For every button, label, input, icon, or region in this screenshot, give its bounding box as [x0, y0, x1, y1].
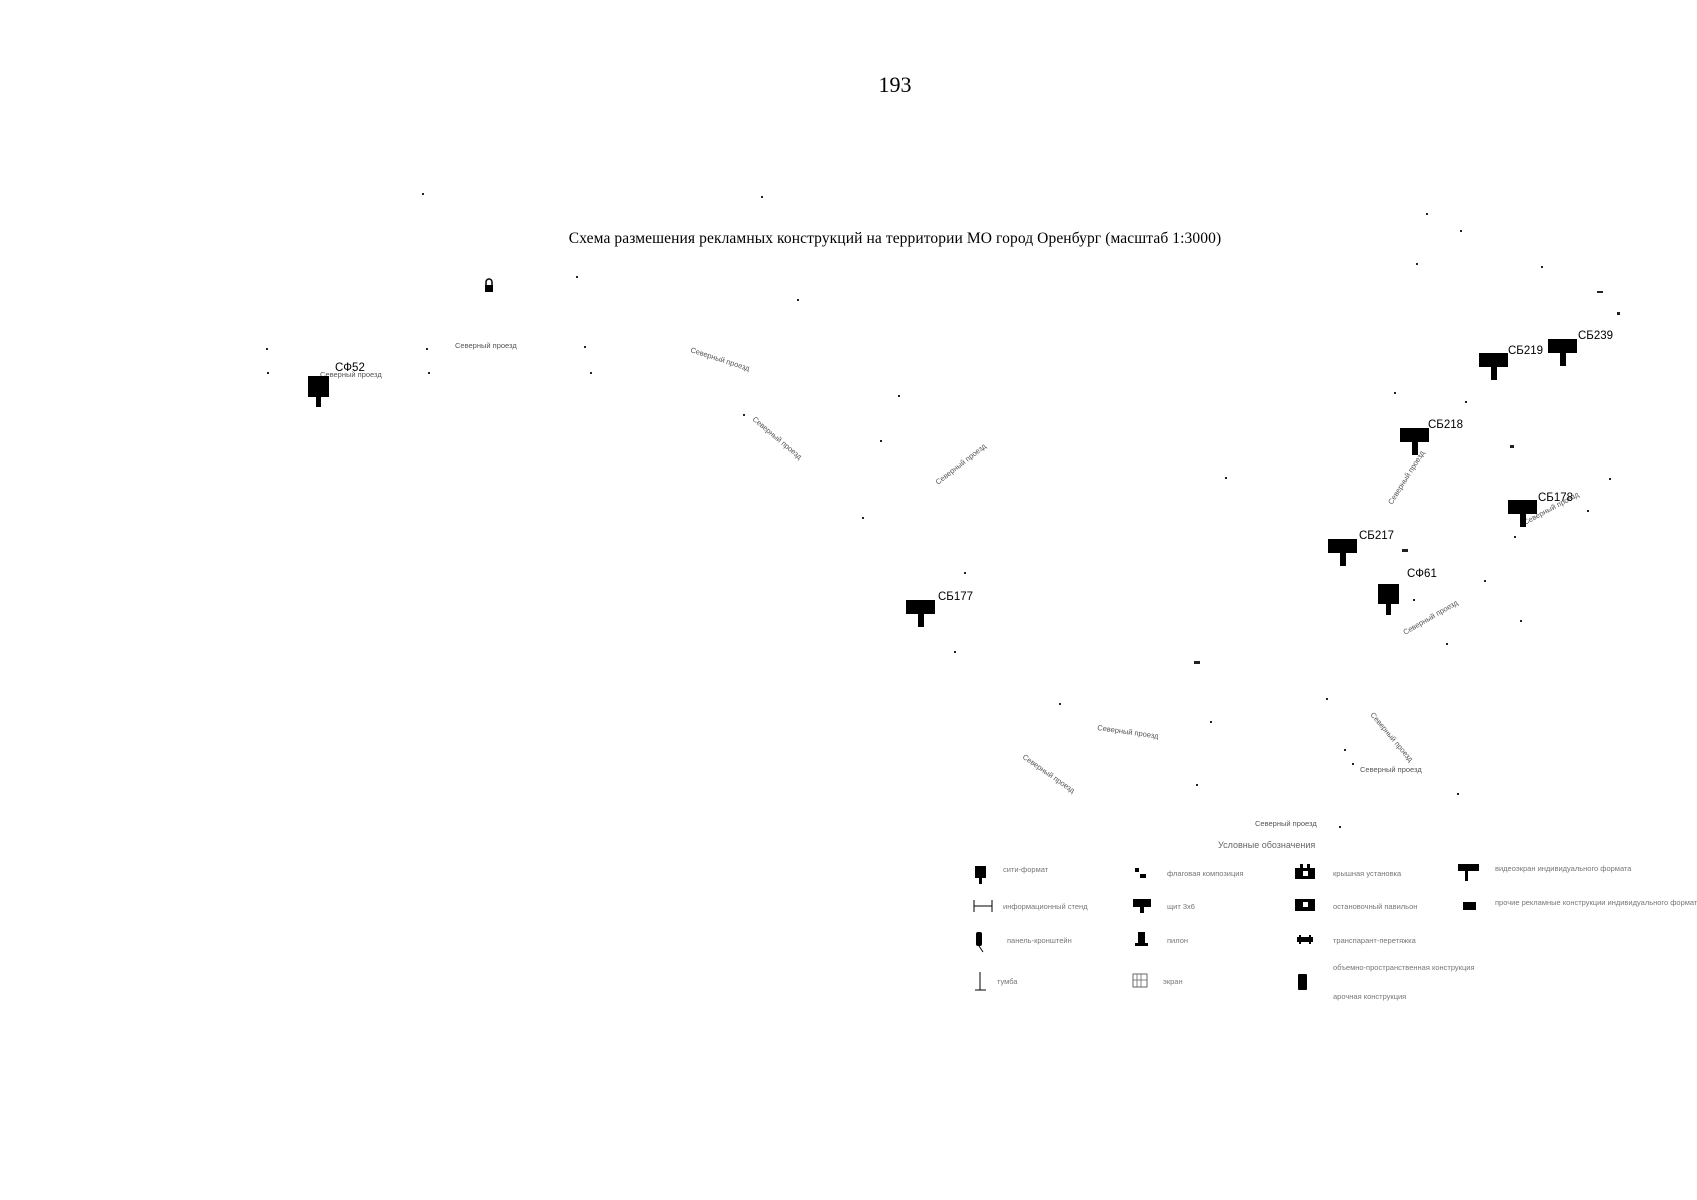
legend-label: тумба [997, 977, 1018, 986]
road-label: Северный проезд [1097, 723, 1160, 741]
legend-label: панель-кронштейн [1007, 936, 1072, 945]
volume-icon [1298, 974, 1307, 990]
marker-label: СБ219 [1508, 345, 1543, 357]
road-label: Северный проезд [1021, 752, 1077, 795]
road-label: Северный проезд [320, 370, 382, 379]
legend-label: пилон [1167, 936, 1188, 945]
legend-label: крышная установка [1333, 869, 1402, 878]
banner-icon [1297, 935, 1313, 944]
flag-icon [1135, 868, 1146, 878]
legend-label: объемно-пространственная конструкция [1333, 963, 1475, 972]
marker-label: СФ61 [1407, 568, 1437, 580]
legend-label: экран [1163, 977, 1183, 986]
legend-label: прочие рекламные конструкции индивидуаль… [1495, 898, 1697, 907]
page-title: Схема размешения рекламных конструкций н… [568, 230, 1222, 247]
marker-sb219[interactable]: СБ219 [1479, 345, 1543, 380]
panel-bracket-icon [976, 932, 984, 953]
road-label: Северный проезд [934, 441, 989, 486]
marker-label: СБ178 [1538, 492, 1573, 504]
marker-label: СБ239 [1578, 330, 1613, 342]
road-label: Северный проезд [455, 341, 517, 350]
legend-label: информационный стенд [1003, 902, 1088, 911]
custom-icon [1463, 902, 1476, 910]
legend-label: арочная конструкция [1333, 992, 1406, 1001]
video-screen-icon [1458, 864, 1479, 881]
screen-icon [1132, 973, 1148, 988]
marker-label: СБ177 [938, 591, 973, 603]
tumba-icon [975, 972, 986, 991]
road-label: Северный проезд [1402, 598, 1460, 637]
marker-sf61[interactable]: СФ61 [1378, 568, 1437, 615]
legend-label: остановочный павильон [1333, 902, 1417, 911]
road-label: Северный проезд [1360, 765, 1422, 774]
legend-label: щит 3х6 [1167, 902, 1195, 911]
legend-label: флаговая композиция [1167, 869, 1244, 878]
billboard-icon [1133, 899, 1151, 913]
marker-label: СБ218 [1428, 419, 1463, 431]
legend: Условные обозначения сити-формат флагова… [973, 840, 1697, 1001]
road-label: Северный проезд [1255, 819, 1317, 828]
legend-label: видеоэкран индивидуального формата [1495, 864, 1632, 873]
marker-sb218[interactable]: СБ218 [1400, 419, 1463, 455]
roof-icon [1295, 864, 1315, 879]
page-number: 193 [878, 72, 912, 97]
marker-sb178[interactable]: СБ178 [1508, 492, 1573, 527]
marker-sf52[interactable]: СФ52 [308, 362, 365, 407]
city-format-icon [975, 866, 986, 884]
legend-label: транспарант-перетяжка [1333, 936, 1417, 945]
road-label: Северный проезд [751, 415, 805, 462]
road-label: Северный проезд [1386, 448, 1427, 506]
info-stand-icon [973, 900, 993, 912]
road-label: Северный проезд [1368, 711, 1415, 765]
map-dots [266, 193, 1620, 828]
bus-stop-icon [1295, 899, 1315, 911]
lock-icon [485, 278, 493, 292]
pylon-icon [1135, 932, 1148, 946]
marker-sb177[interactable]: СБ177 [906, 591, 973, 627]
marker-label: СФ52 [335, 362, 365, 374]
marker-sb217[interactable]: СБ217 [1328, 530, 1394, 566]
road-label: Северный проезд [689, 345, 751, 373]
legend-title: Условные обозначения [1218, 840, 1315, 850]
marker-sb239[interactable]: СБ239 [1548, 330, 1613, 366]
legend-label: сити-формат [1003, 865, 1049, 874]
marker-label: СБ217 [1359, 530, 1394, 542]
